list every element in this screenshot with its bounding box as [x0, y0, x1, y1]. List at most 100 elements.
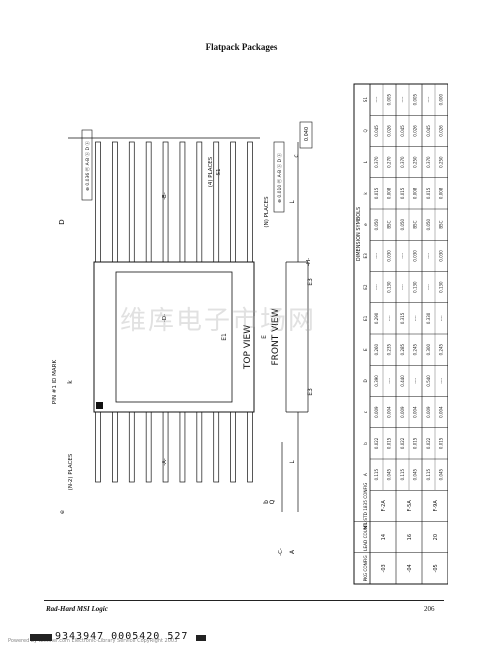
table-cell-max: ---- — [374, 284, 379, 290]
dim-e-label: e — [59, 510, 66, 514]
table-cell-max: 0.050 — [400, 218, 405, 230]
dim-b-label: b — [263, 500, 270, 504]
lead-bottom — [128, 411, 135, 483]
lead-top — [230, 141, 236, 263]
table-cell-min: 0.004 — [438, 406, 443, 418]
table-cell-max: 0.045 — [400, 125, 405, 137]
table-col-header: S1 — [363, 97, 368, 103]
table-cell: F-9A — [433, 500, 439, 512]
table-cell-min: 0.015 — [412, 437, 417, 449]
front-view-label: FRONT VIEW — [271, 308, 281, 365]
table-cell-max: 0.015 — [374, 187, 379, 199]
table-col-header: E3 — [363, 253, 368, 259]
table-col-header: E2 — [363, 284, 368, 290]
dim-e3-top-label: E3 — [307, 278, 314, 286]
table-cell-min: 0.130 — [386, 281, 391, 293]
lead-top — [112, 141, 118, 263]
table-cell-max: 0.390 — [374, 375, 379, 387]
table-cell: -03 — [381, 564, 387, 572]
table-cell: 14 — [381, 534, 387, 540]
lead-bottom — [179, 411, 186, 483]
table-cell-min: 0.130 — [438, 281, 443, 293]
table-col-header: E — [363, 348, 368, 351]
table-cell-max: 0.015 — [400, 187, 405, 199]
lead-bottom — [213, 411, 220, 483]
table-col-header: MIL-STD 1835 CONFIG — [363, 483, 368, 530]
table-cell-max: 0.015 — [426, 187, 431, 199]
footer-rule — [44, 600, 444, 601]
dim-d-label: D — [58, 219, 66, 224]
table-col-header: L — [363, 160, 368, 163]
table-cell-min: BSC — [412, 220, 417, 228]
table-cell-min: 0.026 — [438, 125, 443, 137]
table-cell-min: 0.045 — [438, 468, 443, 480]
places-4-label: (4) PLACES — [208, 156, 214, 187]
lead-top — [145, 141, 152, 263]
table-cell-min: BSC — [438, 220, 443, 228]
dim-l-top-label: L — [289, 200, 296, 204]
barcode-mark — [30, 634, 52, 641]
table-col-header: E1 — [363, 315, 368, 321]
table-cell-max: 0.115 — [400, 468, 405, 480]
package-cavity-outline — [115, 271, 233, 403]
table-cell-min: 0.005 — [386, 93, 391, 105]
table-col-header: D — [363, 379, 368, 382]
dim-k-label: k — [67, 380, 74, 384]
table-cell-max: 0.045 — [374, 125, 379, 137]
table-cell-min: 0.045 — [412, 468, 417, 480]
lead-top — [196, 141, 203, 263]
table-cell-max: 0.045 — [426, 125, 431, 137]
table-cell-max: 0.009 — [374, 406, 379, 418]
lead-top — [179, 141, 186, 263]
table-cell-min: 0.004 — [386, 406, 391, 418]
table-cell-min: 0.030 — [386, 250, 391, 262]
table-cell-min: ---- — [386, 315, 391, 321]
tolerance-top-text: ⊕ 0.036 ⓜ A-B ⓢ D ⓢ — [84, 141, 91, 191]
table-col-header: PKG CONFIG — [363, 555, 368, 581]
table-cell-min: 0.008 — [412, 187, 417, 199]
datum-c-label: -C- — [278, 548, 284, 556]
table-cell-max: 0.115 — [426, 468, 431, 480]
table-col-header: A — [363, 473, 368, 476]
footer-left-text: Rad-Hard MSI Logic — [46, 605, 108, 613]
table-cell-max: 0.370 — [400, 156, 405, 168]
datum-b-label: -B- — [162, 192, 168, 200]
table-cell-max: 0.050 — [374, 218, 379, 230]
table-cell-min: 0.270 — [386, 156, 391, 168]
table-cell-min: ---- — [412, 377, 417, 383]
lead-bottom — [247, 411, 253, 483]
powered-by-text: Powered by ICminer.com Electronic-Librar… — [8, 638, 178, 644]
table-cell-max: ---- — [426, 284, 431, 290]
lead-top — [95, 141, 101, 263]
table-cell-min: 0.008 — [386, 187, 391, 199]
flatpack-package-drawing: D ⊕ 0.036 ⓜ A-B ⓢ D ⓢ ⊕ 0.010 ⓜ A-B ⓢ D ⓢ (… — [52, 83, 448, 585]
table-cell-min: 0.000 — [438, 93, 443, 105]
package-body-outline — [93, 261, 255, 413]
table-cell-max: ---- — [374, 96, 379, 102]
dim-c-label: c — [293, 154, 300, 157]
lead-bottom — [196, 411, 203, 483]
datum-a-label: -A- — [162, 458, 168, 466]
table-cell-min: 0.130 — [412, 281, 417, 293]
table-cell-max: 0.009 — [400, 406, 405, 418]
dim-a-label: A — [289, 549, 296, 554]
dim-e1-label: E1 — [221, 333, 228, 341]
tolerance-frame-top — [81, 129, 93, 201]
table-cell-max: 0.022 — [374, 437, 379, 449]
dim-l-bottom-label: L — [289, 460, 296, 464]
lead-top — [128, 141, 135, 263]
table-cell-max: 0.022 — [426, 437, 431, 449]
table-cell-max: 0.050 — [426, 218, 431, 230]
table-col-header: Q — [363, 129, 368, 133]
table-cell-min: 0.250 — [412, 156, 417, 168]
tolerance-bottom-text: ⊕ 0.010 ⓜ A-B ⓢ D ⓢ — [276, 153, 283, 203]
table-cell-max: 0.300 — [426, 343, 431, 355]
table-cell-min: 0.015 — [438, 437, 443, 449]
page-title: Flatpack Packages — [205, 42, 278, 52]
table-cell-max: 0.315 — [400, 312, 405, 324]
table-cell-min: ---- — [438, 315, 443, 321]
table-cell-max: ---- — [400, 284, 405, 290]
table-cell-min: 0.005 — [412, 93, 417, 105]
table-cell-max: ---- — [426, 96, 431, 102]
table-col-header: LEAD COUNT — [363, 523, 368, 551]
